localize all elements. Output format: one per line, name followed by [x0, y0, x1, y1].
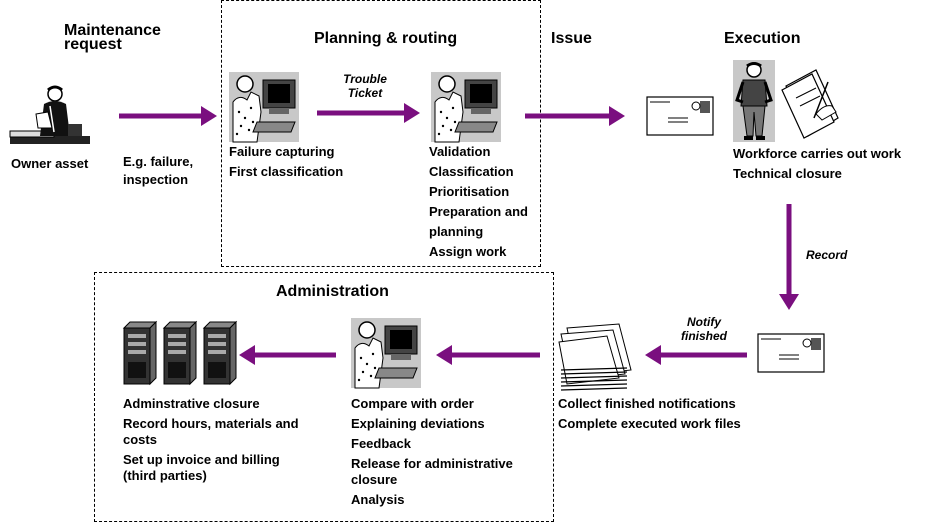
- list-item: Failure capturing: [229, 144, 335, 159]
- execution-list: Workforce carries out work Technical clo…: [733, 144, 901, 184]
- trouble-ticket-label: Trouble Ticket: [343, 72, 387, 100]
- list-item: planning: [429, 224, 484, 239]
- planning-routing-box: [221, 0, 541, 267]
- list-item: Analysis: [351, 492, 405, 507]
- execution-heading: Execution: [724, 30, 801, 47]
- list-item: Collect finished notifications: [558, 396, 736, 411]
- list-item: Set up invoice and billing (third partie…: [123, 452, 280, 483]
- list-item: Assign work: [429, 244, 507, 259]
- person-at-desk-icon: [9, 85, 90, 144]
- list-item: inspection: [123, 172, 189, 187]
- envelope-icon: [757, 333, 825, 373]
- list-item: Release for administrative closure: [351, 456, 513, 487]
- list-item: Workforce carries out work: [733, 146, 902, 161]
- issue-heading: Issue: [551, 30, 592, 47]
- document-stack-icon: [558, 323, 632, 391]
- collect-list: Collect finished notifications Complete …: [558, 394, 741, 434]
- notify-finished-label: Notify finished: [680, 315, 727, 343]
- list-item: Technical closure: [733, 166, 842, 181]
- envelope-icon: [646, 96, 714, 136]
- computer-workstation-icon: [229, 72, 299, 143]
- list-item: Adminstrative closure: [123, 396, 260, 411]
- planning-first-list: Failure capturing First classification: [229, 142, 343, 182]
- computer-workstation-icon: [431, 72, 501, 143]
- list-item: Complete executed work files: [558, 416, 741, 431]
- request-triggers-list: E.g. failure, inspection: [123, 152, 193, 188]
- administration-box: [94, 272, 554, 522]
- compare-list: Compare with order Explaining deviations…: [351, 394, 527, 510]
- planning-routing-heading: Planning & routing: [314, 30, 458, 47]
- list-item: Prioritisation: [429, 184, 510, 199]
- planning-second-list: Validation Classification Prioritisation…: [429, 142, 528, 262]
- computer-workstation-icon: [351, 318, 421, 389]
- list-item: Compare with order: [351, 396, 474, 411]
- admin-list: Adminstrative closure Record hours, mate…: [123, 394, 313, 484]
- server-icon: [122, 320, 238, 386]
- list-item: Explaining deviations: [351, 416, 485, 431]
- list-item: Record hours, materials and costs: [123, 416, 299, 447]
- list-item: Feedback: [351, 436, 411, 451]
- list-item: Preparation and: [429, 204, 528, 219]
- signing-document-icon: [781, 69, 839, 139]
- administration-heading: Administration: [276, 283, 389, 300]
- record-label: Record: [806, 248, 848, 262]
- list-item: Classification: [429, 164, 514, 179]
- list-item: Validation: [429, 144, 491, 159]
- list-item: E.g. failure,: [123, 154, 194, 169]
- maintenance-request-heading: Maintenance request: [64, 22, 161, 53]
- owner-asset-label: Owner asset: [11, 156, 89, 171]
- worker-icon: [733, 60, 775, 142]
- list-item: First classification: [229, 164, 344, 179]
